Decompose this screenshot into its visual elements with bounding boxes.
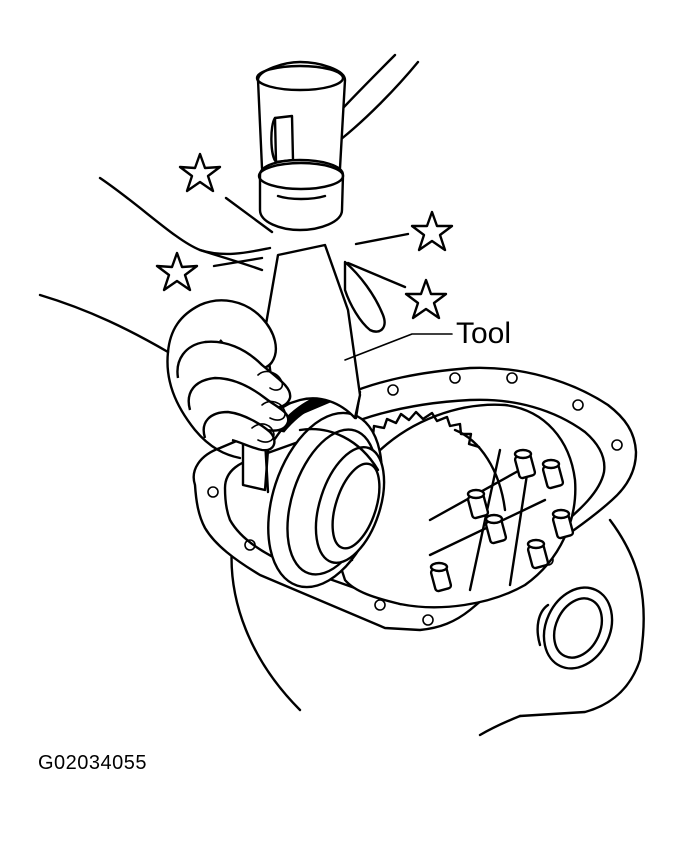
star-icon — [178, 152, 222, 193]
tool-callout: Tool — [344, 317, 511, 361]
star-icon — [410, 210, 454, 252]
impact-marks — [212, 196, 410, 289]
hammer-handle — [255, 53, 420, 232]
star-icon — [404, 278, 448, 320]
ring-gear-bolts — [429, 448, 575, 593]
tool-label: Tool — [456, 317, 511, 350]
star-icon — [155, 251, 199, 292]
hand — [38, 176, 386, 460]
side-bearing — [267, 411, 386, 589]
figure-code: G02034055 — [38, 752, 148, 774]
